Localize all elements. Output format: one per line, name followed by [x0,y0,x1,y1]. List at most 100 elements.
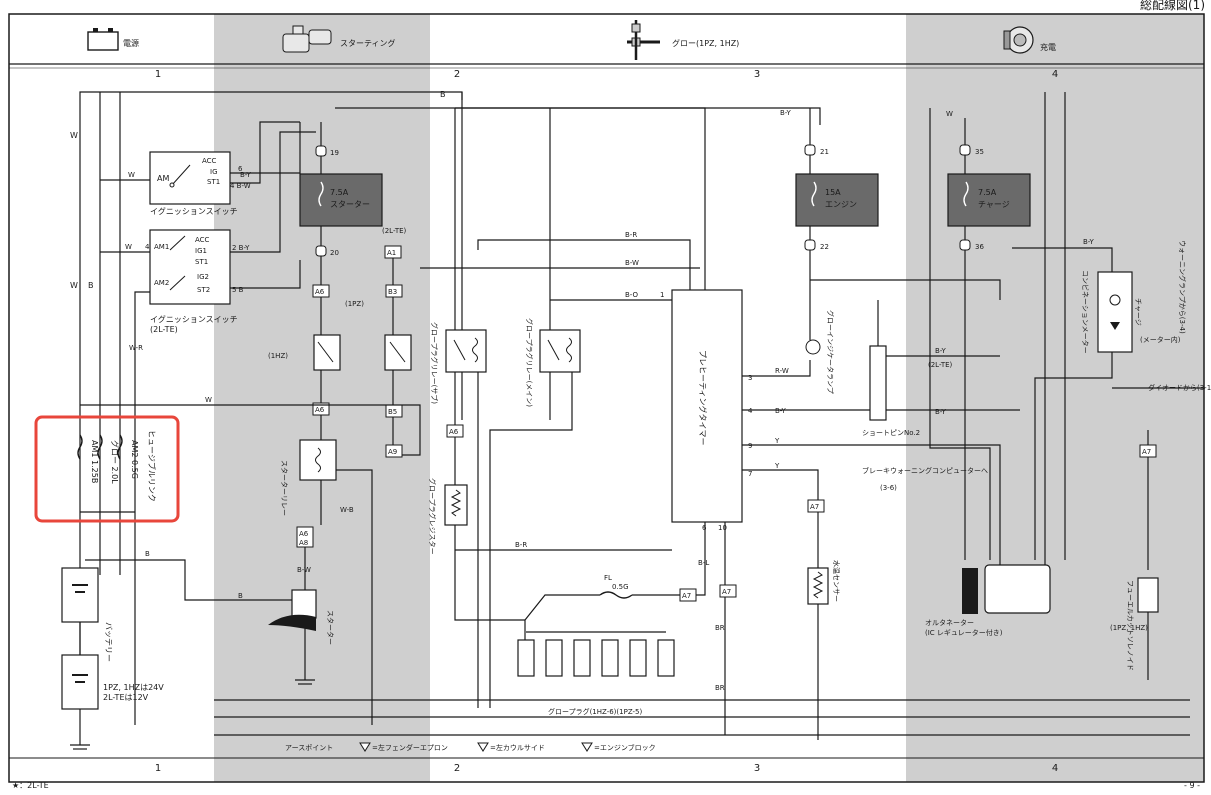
svg-text:36: 36 [975,243,984,251]
svg-text:B-Y: B-Y [775,407,786,415]
svg-text:チャージ: チャージ [978,200,1010,209]
column-number-top: 3 [754,69,760,80]
warning-lamp-ref: ウォーニングランプから(3-4) [1178,240,1187,334]
svg-text:スターター: スターター [330,200,370,209]
short-pin-label: ショートピンNo.2 [862,429,920,437]
glow-relay-sub-label: グロープラグリレー(サブ) [430,322,439,404]
svg-text:7.5A: 7.5A [978,188,997,197]
svg-text:=左フェンダーエプロン: =左フェンダーエプロン [372,743,448,752]
ignition-switch-2lte-label: イグニッションスイッチ [150,314,238,324]
svg-text:B-O: B-O [625,291,639,299]
svg-text:A6: A6 [299,530,309,538]
fuse-starter: 7.5A スターター [299,173,383,227]
ignition-switch-2lte-sub: (2L-TE) [150,325,178,334]
footnote: ★：2L-TE [12,781,49,790]
fl-label: FL [604,574,612,582]
water-temp-sensor [807,567,829,605]
starting-column-shade [214,14,430,782]
svg-text:ヒュージブルリンク: ヒュージブルリンク [147,430,157,502]
glow-plug-icon [627,20,660,60]
water-temp-sensor-label: 水温センサー [832,560,841,602]
variant-2lte: (2L-TE) [382,227,407,235]
fuel-cut-solenoid [1137,577,1159,613]
svg-text:3: 3 [748,374,752,382]
starter-label: スターター [326,610,335,645]
header-charging-label: 充電 [1040,42,1056,52]
svg-text:W: W [70,281,78,290]
svg-text:IG1: IG1 [195,247,207,255]
alternator-note: (IC レギュレーター付き) [925,628,1003,637]
glow-indicator-label: グローインジケータランプ [826,310,835,394]
svg-text:4: 4 [145,243,150,251]
diagram-frame [8,13,1205,783]
alternator-label: オルタネーター [925,618,974,627]
header-glow-label: グロー(1PZ, 1HZ) [672,38,739,48]
svg-text:B: B [238,592,243,600]
variant-1pz: (1PZ) [345,300,364,308]
fuse-engine: 15A エンジン [795,173,879,227]
svg-text:AM1: AM1 [154,243,169,251]
svg-text:AM1 1.25B: AM1 1.25B [90,440,99,483]
starter-relay [299,439,337,481]
svg-text:ACC: ACC [202,157,217,165]
svg-text:W: W [128,171,135,179]
svg-text:=左カウルサイド: =左カウルサイド [490,743,545,752]
brake-warning-ref: (3-6) [880,484,897,492]
svg-text:B-R: B-R [515,541,527,549]
glow-resistor [444,484,468,526]
svg-text:22: 22 [820,243,829,251]
svg-text:AM2: AM2 [154,279,169,287]
meter-ref: (メーター内) [1140,335,1181,344]
ignition-switch-label: イグニッションスイッチ [150,206,238,216]
svg-text:5 B: 5 B [232,286,244,294]
neutral-start-switch [313,334,341,371]
svg-text:W-B: W-B [340,506,354,514]
starter-relay-label: スターターリレー [280,460,289,516]
combination-meter-label: コンビネーションメーター [1081,270,1090,354]
svg-text:A1: A1 [387,249,396,257]
glow-resistor-label: グロープラグレジスター [428,478,437,555]
svg-text:7: 7 [748,470,752,478]
connector-36: 36 [959,239,984,251]
ground-legend: アースポイント =左フェンダーエプロン =左カウルサイド =エンジンブロック [285,742,656,752]
svg-text:A7: A7 [722,588,731,596]
svg-text:B-Y: B-Y [780,109,791,117]
svg-text:W: W [946,110,953,118]
svg-text:7.5A: 7.5A [330,188,349,197]
svg-text:4: 4 [748,407,753,415]
svg-text:B-W: B-W [625,259,639,267]
svg-text:9: 9 [748,442,752,450]
svg-text:B-L: B-L [698,559,709,567]
svg-text:W-R: W-R [129,344,143,352]
glow-relay-main [539,329,581,373]
diode-ref: ダイオードから(3-1)(8-2) [1148,383,1211,392]
glow-plugs-label: グロープラグ(1HZ-6)(1PZ-5) [548,707,642,716]
combination-meter [1097,271,1133,353]
svg-text:W: W [70,131,78,140]
page-title: 総配線図(1) [1140,0,1205,12]
svg-text:W: W [125,243,132,251]
svg-text:B: B [145,550,150,558]
glow-relay-sub [445,329,487,373]
svg-text:IG2: IG2 [197,273,209,281]
svg-text:A7: A7 [682,592,691,600]
alternator-icon [1003,26,1034,54]
svg-text:A6: A6 [449,428,459,436]
svg-text:15A: 15A [825,188,841,197]
starter-motor [268,589,317,685]
svg-text:ACC: ACC [195,236,210,244]
svg-text:AM: AM [157,174,169,183]
fuel-cut-note: (1PZ, 1HZ) [1110,624,1148,632]
svg-text:B-R: B-R [625,231,637,239]
connector-21: 21 [804,144,829,156]
svg-text:B-Y: B-Y [240,171,251,179]
svg-text:グロー 2.0L: グロー 2.0L [110,440,120,484]
svg-text:10: 10 [718,524,727,532]
svg-text:4 B-W: 4 B-W [230,182,251,190]
svg-text:B5: B5 [388,408,397,416]
battery-note-1: 1PZ, 1HZは24V [103,683,164,692]
svg-text:Y: Y [774,437,780,445]
svg-text:A6: A6 [315,288,325,296]
charge-lamp-label: チャージ [1134,298,1142,326]
